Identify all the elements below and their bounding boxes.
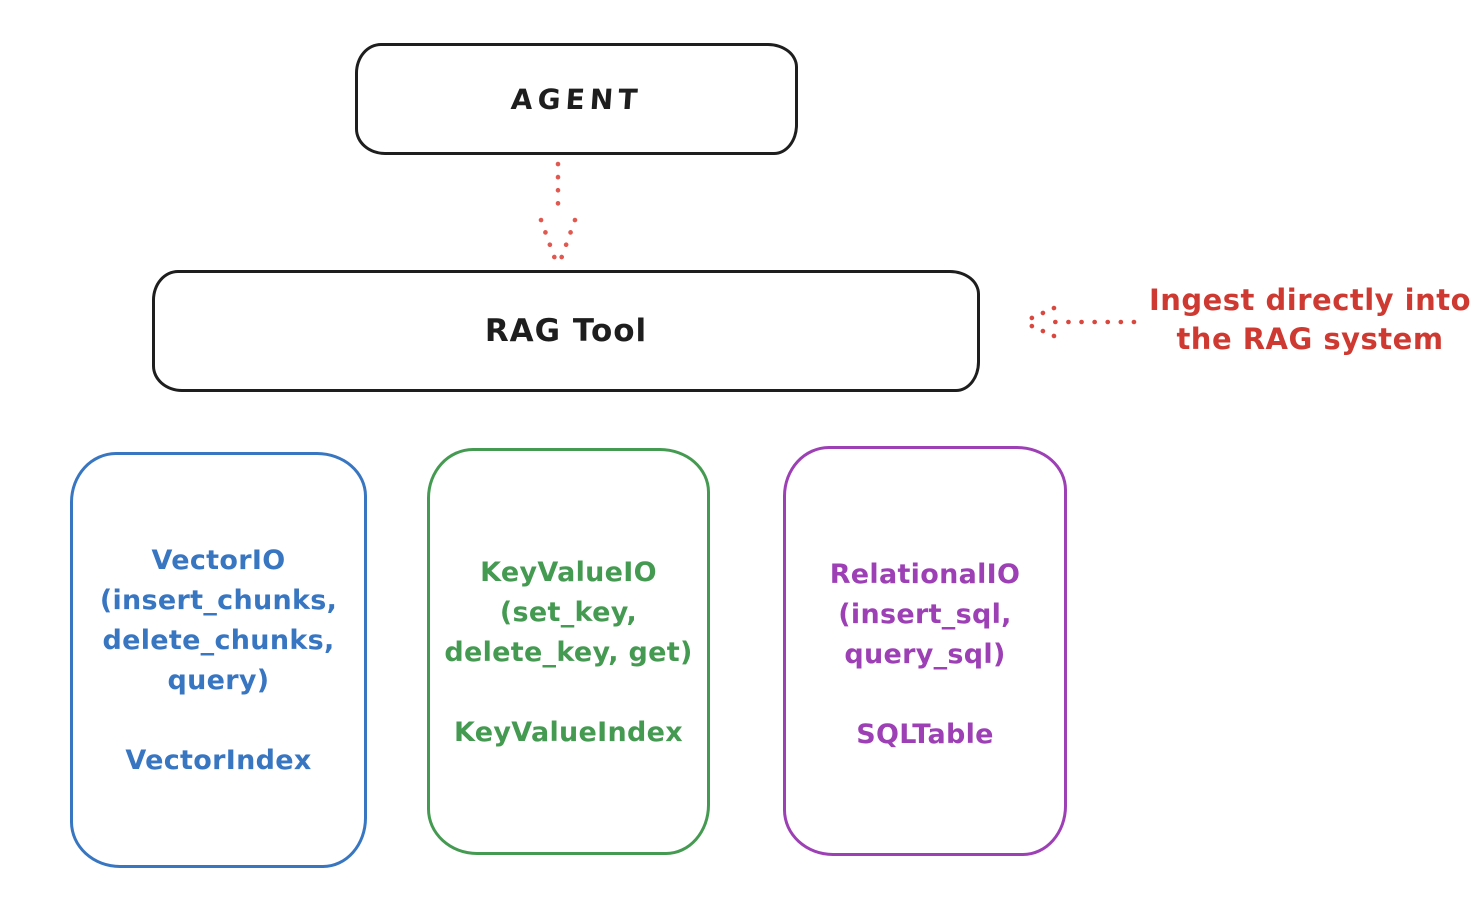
- agent-node: AGENT: [355, 43, 798, 155]
- agent-node-label: AGENT: [509, 82, 644, 116]
- module-index-label: VectorIndex: [125, 745, 312, 776]
- module-title: KeyValueIO: [480, 557, 657, 588]
- module-params-line: (insert_chunks,: [99, 585, 338, 616]
- annotation-line-2: the RAG system: [1176, 322, 1444, 356]
- module-index-label: SQLTable: [856, 719, 994, 750]
- annotation-line-1: Ingest directly into: [1148, 283, 1472, 317]
- module-params-line: query): [167, 665, 270, 696]
- module-index-label: KeyValueIndex: [453, 717, 683, 748]
- arrow-head-bottom: [1022, 320, 1057, 339]
- module-params-line: delete_chunks,: [102, 625, 335, 656]
- agent-to-rag-arrow: [538, 161, 578, 262]
- rag-tool-node-label: RAG Tool: [484, 313, 648, 349]
- arrow-head-top: [1022, 305, 1057, 324]
- module-title: RelationalIO: [829, 559, 1021, 590]
- arrow-head-left: [538, 217, 558, 262]
- module-params-line: (insert_sql,: [838, 599, 1012, 630]
- relational-io-node: RelationalIO (insert_sql, query_sql) SQL…: [783, 446, 1067, 856]
- rag-tool-node: RAG Tool: [152, 270, 980, 392]
- module-params-line: (set_key,: [499, 597, 638, 628]
- keyvalue-io-node: KeyValueIO (set_key, delete_key, get) Ke…: [427, 448, 710, 855]
- ingest-annotation: Ingest directly into the RAG system: [1143, 281, 1477, 359]
- module-params-line: query_sql): [844, 639, 1006, 670]
- module-params-line: delete_key, get): [444, 637, 693, 668]
- annotation-arrow: [1022, 305, 1137, 339]
- module-title: VectorIO: [151, 545, 286, 576]
- vector-io-node: VectorIO (insert_chunks, delete_chunks, …: [70, 452, 367, 868]
- arrow-head-right: [558, 217, 578, 262]
